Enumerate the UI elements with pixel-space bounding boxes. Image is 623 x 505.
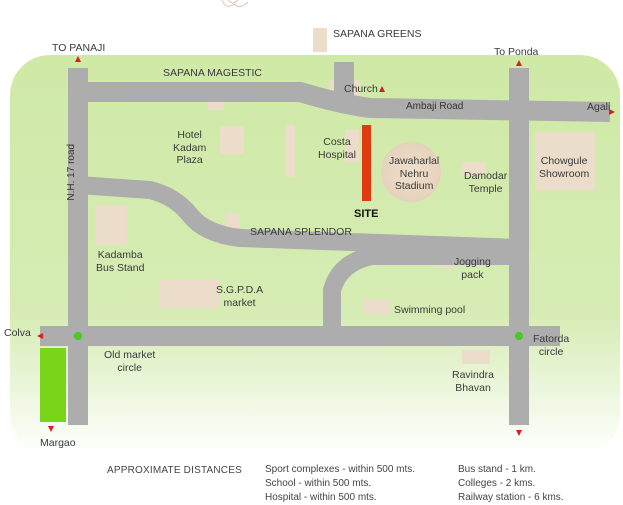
label-nh17-road: N.H. 17 road	[66, 143, 78, 201]
road-middle	[77, 176, 520, 257]
arrow-right-bottom-icon	[516, 430, 522, 436]
old-market-circle-dot	[74, 332, 82, 340]
site-marker	[362, 125, 371, 201]
label-fatorda-circle: Fatorda circle	[533, 333, 570, 358]
arrow-panaji-icon	[75, 56, 81, 62]
label-colva: Colva	[4, 327, 31, 339]
distances-heading: APPROXIMATE DISTANCES	[107, 465, 242, 476]
building-chowgule	[535, 132, 595, 190]
building-damodar	[462, 162, 486, 176]
distances-col1: Sport complexes - within 500 mts. School…	[265, 464, 416, 503]
road-top	[68, 82, 611, 122]
label-chowgule-showroom: Chowgule Showroom	[539, 155, 590, 180]
building-hotel	[220, 126, 244, 154]
label-sapana-greens: SAPANA GREENS	[333, 28, 422, 40]
building-costa-1	[285, 125, 295, 177]
label-sapana-magestic: SAPANA MAGESTIC	[163, 67, 262, 79]
label-kadamba-bus-stand: Kadamba Bus Stand	[96, 249, 145, 274]
logo-fragment	[221, 0, 249, 8]
arrow-colva-icon	[37, 333, 43, 339]
label-ambaji-road: Ambaji Road	[406, 101, 464, 112]
building-pool	[363, 300, 389, 314]
building-kadamba	[95, 205, 127, 245]
stadium	[381, 142, 441, 202]
label-margao: Margao	[40, 437, 76, 449]
label-to-panaji: TO PANAJI	[52, 42, 106, 54]
label-site: SITE	[354, 208, 379, 220]
label-old-market-circle: Old market circle	[104, 349, 156, 374]
road-inner	[323, 247, 519, 336]
direction-arrows	[37, 56, 615, 436]
arrow-margao-icon	[48, 426, 54, 432]
distances-col2: Bus stand - 1 km. Colleges - 2 kms. Rail…	[458, 464, 564, 503]
arrow-church-icon	[379, 86, 385, 92]
label-hotel-kadam: Hotel Kadam Plaza	[173, 129, 207, 166]
arrow-agali-icon	[609, 109, 615, 115]
roads	[40, 62, 611, 425]
label-damodar-temple: Damodar Temple	[464, 170, 508, 195]
label-jogging-pack: Jogging pack	[454, 256, 491, 281]
arrow-ponda-icon	[516, 60, 522, 66]
bright-green-strip	[40, 348, 66, 422]
label-sapana-splendor: SAPANA SPLENDOR	[250, 226, 352, 238]
building-ravindra	[462, 350, 490, 364]
label-costa-hospital: Costa Hospital	[318, 136, 356, 161]
building-costa-2	[345, 130, 359, 162]
building-sgpda	[160, 280, 220, 308]
label-agali: Agali	[587, 101, 611, 113]
label-church: Church	[344, 83, 378, 95]
fatorda-circle-dot	[515, 332, 523, 340]
building-sapana-greens	[313, 28, 327, 52]
label-nehru-stadium: Jawaharlal Nehru Stadium	[389, 155, 440, 192]
label-to-ponda: To Ponda	[494, 46, 539, 58]
label-swimming-pool: Swimming pool	[394, 304, 466, 316]
label-sgpda-market: S.G.P.D.A market	[216, 284, 264, 309]
label-ravindra-bhavan: Ravindra Bhavan	[452, 369, 495, 394]
